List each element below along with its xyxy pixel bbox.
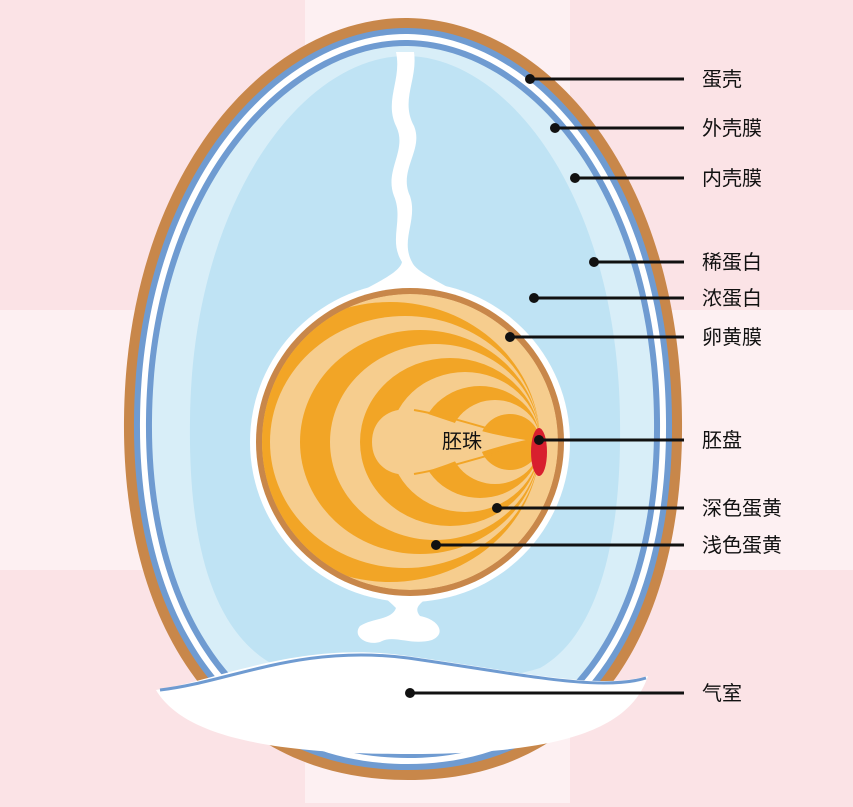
label-dark-yolk: 深色蛋黄 (702, 496, 782, 520)
label-vitelline-membrane: 卵黄膜 (702, 325, 762, 349)
yolk (262, 294, 558, 590)
leader-dot-air-cell (405, 688, 415, 698)
callout-dark-yolk: 深色蛋黄 (492, 496, 782, 520)
leader-dot-shell (525, 74, 535, 84)
label-inner-membrane: 内壳膜 (702, 166, 762, 190)
air-cell-membrane-line (159, 653, 647, 692)
callout-air-cell: 气室 (405, 681, 742, 705)
air-cell (156, 652, 648, 754)
label-light-yolk: 浅色蛋黄 (702, 533, 782, 557)
callouts: 蛋壳 外壳膜 内壳膜 稀蛋白 浓蛋白 卵黄膜 (405, 67, 782, 705)
leader-dot-thick-albumen (529, 293, 539, 303)
callout-vitelline-membrane: 卵黄膜 (505, 325, 762, 349)
latebra (372, 409, 526, 475)
callout-outer-membrane: 外壳膜 (550, 116, 762, 140)
leader-dot-germinal-disc (534, 435, 544, 445)
latebra-label: 胚珠 (442, 429, 482, 453)
callout-shell: 蛋壳 (525, 67, 742, 91)
callout-light-yolk: 浅色蛋黄 (431, 533, 782, 557)
callout-thin-albumen: 稀蛋白 (589, 250, 762, 274)
label-germinal-disc: 胚盘 (702, 428, 742, 452)
yolk-rings (262, 302, 540, 582)
label-outer-membrane: 外壳膜 (702, 116, 762, 140)
leader-dot-thin-albumen (589, 257, 599, 267)
label-thick-albumen: 浓蛋白 (702, 286, 762, 310)
latebra-neck (413, 409, 531, 475)
leader-dot-inner-membrane (570, 173, 580, 183)
callout-inner-membrane: 内壳膜 (570, 166, 762, 190)
chalaza-top (360, 52, 456, 292)
leader-dot-dark-yolk (492, 503, 502, 513)
callout-germinal-disc: 胚盘 (534, 428, 742, 452)
callout-thick-albumen: 浓蛋白 (529, 286, 762, 310)
label-shell: 蛋壳 (702, 67, 742, 91)
leader-dot-light-yolk (431, 540, 441, 550)
label-air-cell: 气室 (702, 681, 742, 705)
leader-dot-outer-membrane (550, 123, 560, 133)
label-thin-albumen: 稀蛋白 (702, 250, 762, 274)
leader-dot-vitelline-membrane (505, 332, 515, 342)
